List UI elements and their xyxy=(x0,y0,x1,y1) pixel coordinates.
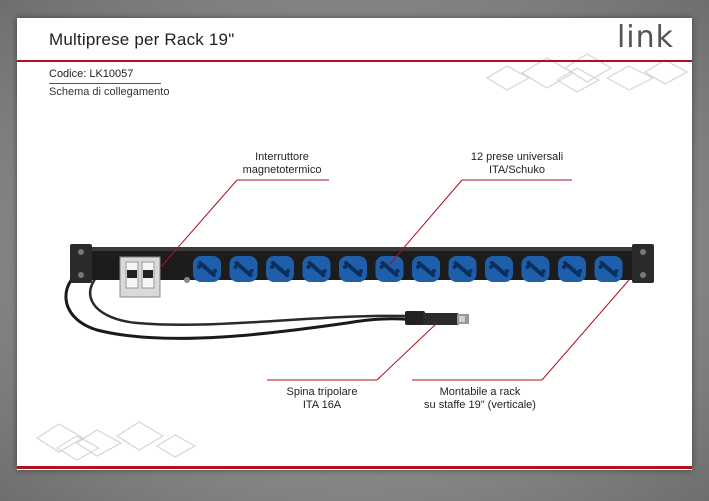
page-title: Multiprese per Rack 19" xyxy=(49,30,235,49)
callout-mount-line1: Montabile a rack xyxy=(439,386,521,398)
callout-plug: Spina tripolare ITA 16A xyxy=(267,386,377,412)
socket-row xyxy=(193,256,623,282)
socket-12 xyxy=(594,256,623,282)
callout-breaker: Interruttore magnetotermico xyxy=(227,151,337,177)
socket-10 xyxy=(521,256,550,282)
power-strip-illustration xyxy=(64,244,654,340)
header: Multiprese per Rack 19" link xyxy=(17,18,692,64)
diagram-subtitle: Schema di collegamento xyxy=(49,86,170,98)
socket-2 xyxy=(229,256,258,282)
product-sheet: Multiprese per Rack 19" link Codice: LK1… xyxy=(17,18,692,470)
socket-8 xyxy=(448,256,477,282)
socket-11 xyxy=(558,256,586,282)
hexagon-pattern-decoration xyxy=(35,53,689,461)
callout-sockets-line2: ITA/Schuko xyxy=(488,164,546,176)
callout-breaker-line1: Interruttore xyxy=(255,151,309,163)
power-cable-loop xyxy=(88,266,408,327)
callout-mount-line2: su staffe 19" (verticale) xyxy=(424,399,536,411)
callout-mount: Montabile a rack su staffe 19" (vertical… xyxy=(405,386,555,412)
code-underline xyxy=(49,83,161,84)
socket-5 xyxy=(339,256,367,282)
callout-sockets-line1: 12 prese universali xyxy=(470,151,564,163)
callout-plug-line2: ITA 16A xyxy=(302,399,342,411)
callout-plug-line1: Spina tripolare xyxy=(286,386,358,398)
socket-7 xyxy=(412,256,440,282)
socket-4 xyxy=(302,256,331,282)
socket-3 xyxy=(266,256,294,282)
socket-1 xyxy=(193,256,221,282)
power-cable xyxy=(64,264,413,340)
socket-9 xyxy=(485,256,513,282)
callout-lines xyxy=(159,179,630,381)
footer-divider xyxy=(17,466,692,469)
plug-icon xyxy=(405,311,469,325)
callout-sockets: 12 prese universali ITA/Schuko xyxy=(457,151,577,177)
title-divider xyxy=(17,60,692,62)
callout-breaker-line2: magnetotermico xyxy=(242,164,322,176)
socket-6 xyxy=(375,256,404,282)
product-code: Codice: LK10057 xyxy=(49,68,134,80)
brand-logo: link xyxy=(616,20,674,55)
